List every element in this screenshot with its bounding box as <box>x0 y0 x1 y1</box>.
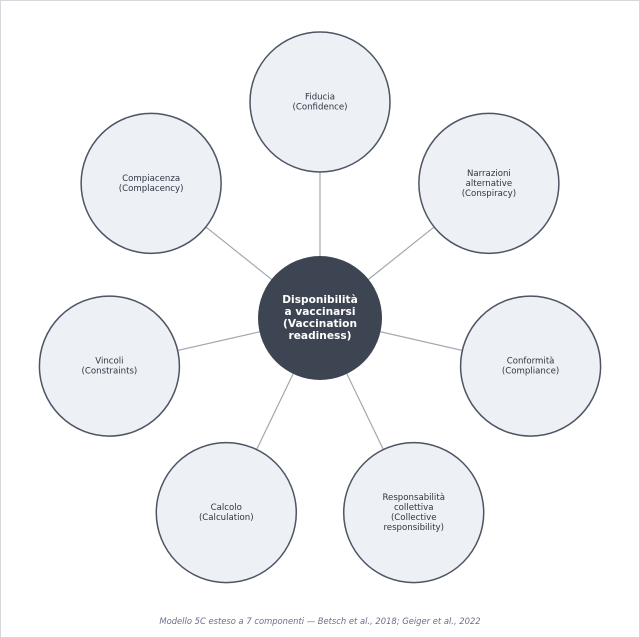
node-circle-narrazioni <box>418 112 560 255</box>
node-circle-fiducia <box>249 31 391 173</box>
node-circle-compiacenza <box>80 112 222 255</box>
component-nodes: Fiducia(Confidence)Narrazionialternative… <box>38 31 602 584</box>
center-label-line-3: (Vaccination <box>283 318 357 330</box>
node-calcolo: Calcolo(Calculation) <box>155 441 298 584</box>
node-circle-vincoli <box>38 295 181 437</box>
node-label-responsabilita-line-3: (Collective <box>391 513 437 523</box>
node-responsabilita: Responsabilitàcollettiva(Collectiverespo… <box>342 441 485 584</box>
node-circle-conformita <box>459 295 602 437</box>
node-compiacenza: Compiacenza(Complacency) <box>80 112 222 255</box>
node-circle-calcolo <box>155 441 298 584</box>
center-label-line-4: readiness) <box>289 330 352 342</box>
node-label-responsabilita-line-4: responsibility) <box>383 523 444 533</box>
node-label-calcolo-line-2: (Calculation) <box>199 513 254 523</box>
node-circle-responsabilita <box>342 441 485 584</box>
node-vincoli: Vincoli(Constraints) <box>38 295 181 437</box>
node-label-responsabilita-line-2: collettiva <box>394 503 434 513</box>
node-conformita: Conformità(Compliance) <box>459 295 602 437</box>
center-circle <box>258 256 382 380</box>
node-label-fiducia-line-2: (Confidence) <box>292 103 347 113</box>
node-label-narrazioni-line-2: alternative <box>466 179 513 189</box>
node-label-narrazioni-line-3: (Conspiracy) <box>462 189 516 199</box>
node-label-conformita-line-2: (Compliance) <box>502 367 559 377</box>
node-label-compiacenza-line-1: Compiacenza <box>122 174 180 184</box>
center-label-line-2: a vaccinarsi <box>285 306 356 318</box>
node-label-responsabilita-line-1: Responsabilità <box>382 493 445 503</box>
node-label-vincoli-line-1: Vincoli <box>95 357 123 367</box>
node-label-conformita-line-1: Conformità <box>507 357 555 367</box>
diagram-caption: Modello 5C esteso a 7 componenti — Betsc… <box>159 616 481 626</box>
node-label-vincoli-line-2: (Constraints) <box>82 367 138 377</box>
center-label-line-1: Disponibilità <box>282 294 357 306</box>
node-label-compiacenza-line-2: (Complacency) <box>119 184 184 194</box>
node-label-narrazioni-line-1: Narrazioni <box>467 169 511 179</box>
node-label-calcolo-line-1: Calcolo <box>211 503 242 513</box>
node-label-fiducia-line-1: Fiducia <box>305 93 335 103</box>
node-fiducia: Fiducia(Confidence) <box>249 31 391 173</box>
